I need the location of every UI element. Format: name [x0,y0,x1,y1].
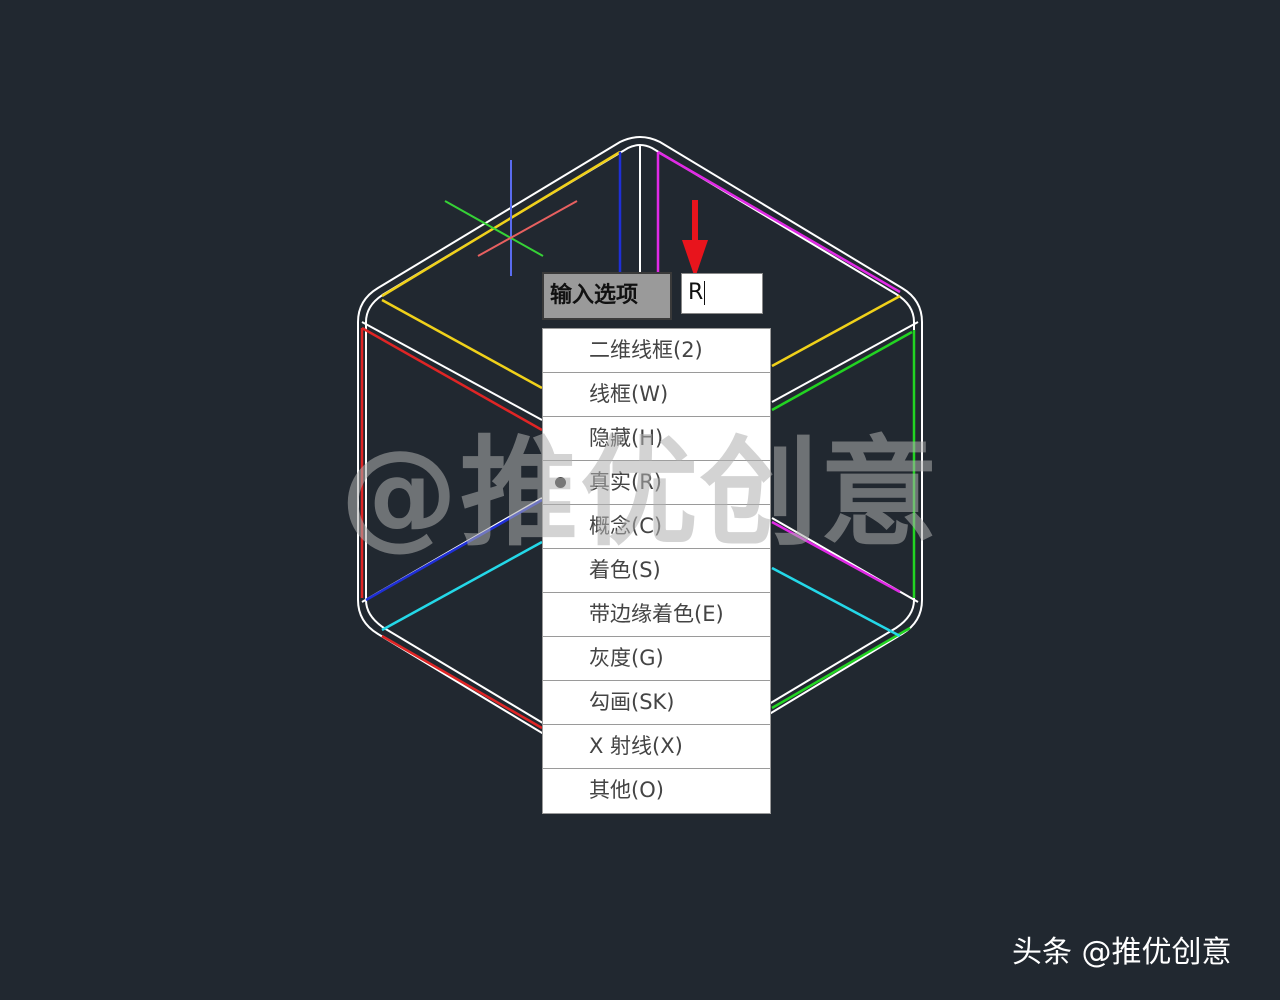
selected-bullet-icon [555,477,566,488]
visual-style-menu: 二维线框(2) 线框(W) 隐藏(H) 真实(R) 概念(C) 着色(S) 带边… [542,328,771,814]
menu-item-label: 带边缘着色(E) [589,602,724,626]
cube-colored-edges [360,150,916,730]
command-prompt-label: 输入选项 [542,272,672,320]
menu-item-label: 概念(C) [589,514,663,538]
crosshair-cursor-icon [444,160,578,276]
menu-item-x-ray[interactable]: X 射线(X) [543,725,770,769]
menu-item-label: 二维线框(2) [589,338,703,362]
menu-item-wireframe[interactable]: 线框(W) [543,373,770,417]
text-caret [704,281,706,305]
credit-text: 头条 @推优创意 [1012,935,1232,970]
menu-item-label: 隐藏(H) [589,426,664,450]
menu-item-label: X 射线(X) [589,734,683,758]
menu-item-label: 线框(W) [589,382,669,406]
menu-item-hidden[interactable]: 隐藏(H) [543,417,770,461]
command-input[interactable]: R [681,273,763,314]
menu-item-shaded-with-edges[interactable]: 带边缘着色(E) [543,593,770,637]
red-arrow-down-icon [682,200,708,278]
menu-item-label: 真实(R) [589,470,662,494]
menu-item-shades-of-gray[interactable]: 灰度(G) [543,637,770,681]
menu-item-label: 其他(O) [589,778,664,802]
menu-item-2d-wireframe[interactable]: 二维线框(2) [543,329,770,373]
menu-item-conceptual[interactable]: 概念(C) [543,505,770,549]
menu-item-shaded[interactable]: 着色(S) [543,549,770,593]
menu-item-label: 灰度(G) [589,646,664,670]
menu-item-label: 勾画(SK) [589,690,675,714]
menu-item-realistic[interactable]: 真实(R) [543,461,770,505]
menu-item-label: 着色(S) [589,558,661,582]
command-input-value: R [688,280,704,305]
menu-item-other[interactable]: 其他(O) [543,769,770,813]
menu-item-sketchy[interactable]: 勾画(SK) [543,681,770,725]
